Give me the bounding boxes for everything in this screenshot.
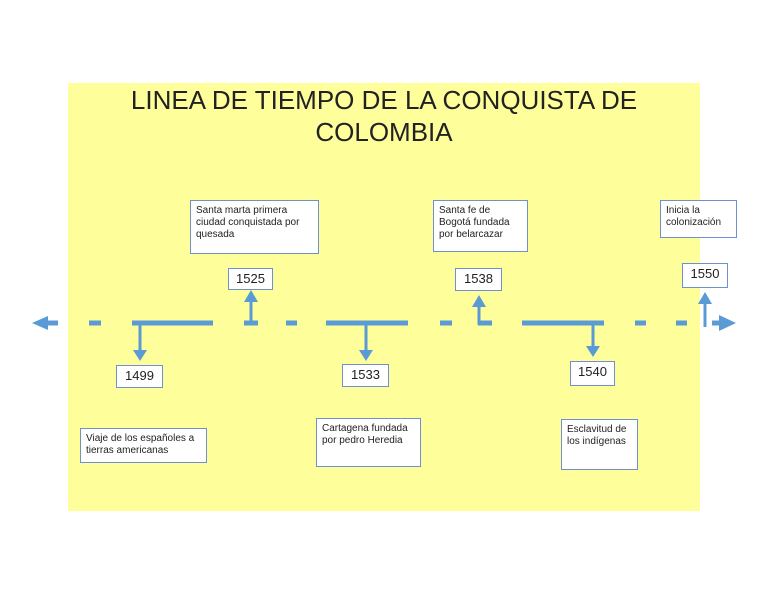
year-box-1538: 1538 xyxy=(455,268,502,291)
year-box-1533: 1533 xyxy=(342,364,389,387)
year-box-1550: 1550 xyxy=(682,263,728,288)
connector-1538 xyxy=(472,295,486,325)
event-desc-1533: Cartagena fundada por pedro Heredia xyxy=(316,418,421,467)
left-arrow-icon xyxy=(32,316,48,330)
connector-1550 xyxy=(698,292,712,327)
year-box-1540: 1540 xyxy=(570,361,615,386)
connector-1525 xyxy=(244,290,258,325)
connector-1533 xyxy=(359,325,373,361)
page-title: LINEA DE TIEMPO DE LA CONQUISTA DE COLOM… xyxy=(130,85,638,147)
connector-1540 xyxy=(586,325,600,357)
connector-1499 xyxy=(133,325,147,361)
year-box-1525: 1525 xyxy=(228,268,273,290)
event-desc-1499: Viaje de los españoles a tierras america… xyxy=(80,428,207,463)
event-desc-1550: Inicia la colonización xyxy=(660,200,737,238)
event-desc-1525: Santa marta primera ciudad conquistada p… xyxy=(190,200,319,254)
event-desc-1540: Esclavitud de los indígenas xyxy=(561,419,638,470)
year-box-1499: 1499 xyxy=(116,365,163,388)
event-desc-1538: Santa fe de Bogotá fundada por belarcaza… xyxy=(433,200,528,252)
right-arrow-icon xyxy=(719,315,736,331)
